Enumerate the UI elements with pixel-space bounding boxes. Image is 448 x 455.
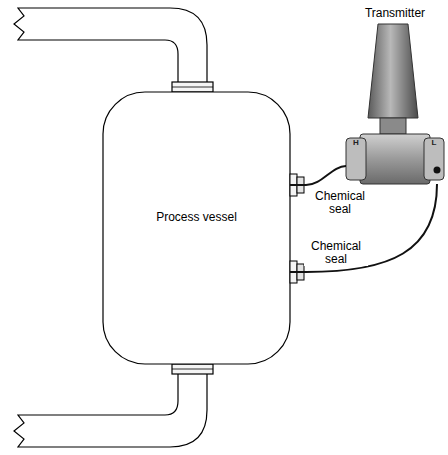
transmitter-label: Transmitter	[344, 6, 446, 20]
inlet-pipe	[14, 8, 207, 84]
capillary-tube	[290, 166, 346, 185]
vessel-label: Process vessel	[103, 210, 290, 224]
port-letter: L	[424, 138, 444, 147]
transmitter-head	[368, 24, 418, 118]
pipe-flange	[172, 82, 213, 92]
capillary-tube	[290, 184, 437, 272]
low-side-cap	[424, 138, 444, 180]
transmitter: TransmitterHL	[346, 134, 444, 184]
port-letter: H	[346, 138, 366, 147]
pipe-flange	[172, 364, 213, 374]
high-side-cap	[346, 138, 366, 180]
seal-label: Chemical seal	[308, 190, 372, 216]
process-vessel: Process vessel	[103, 92, 290, 364]
seal-label: Chemical seal	[304, 240, 368, 266]
transmitter-body	[360, 134, 430, 184]
transmitter-neck	[380, 118, 406, 134]
vessel-outline	[103, 92, 290, 364]
port	[434, 167, 441, 174]
outlet-pipe	[14, 373, 207, 447]
